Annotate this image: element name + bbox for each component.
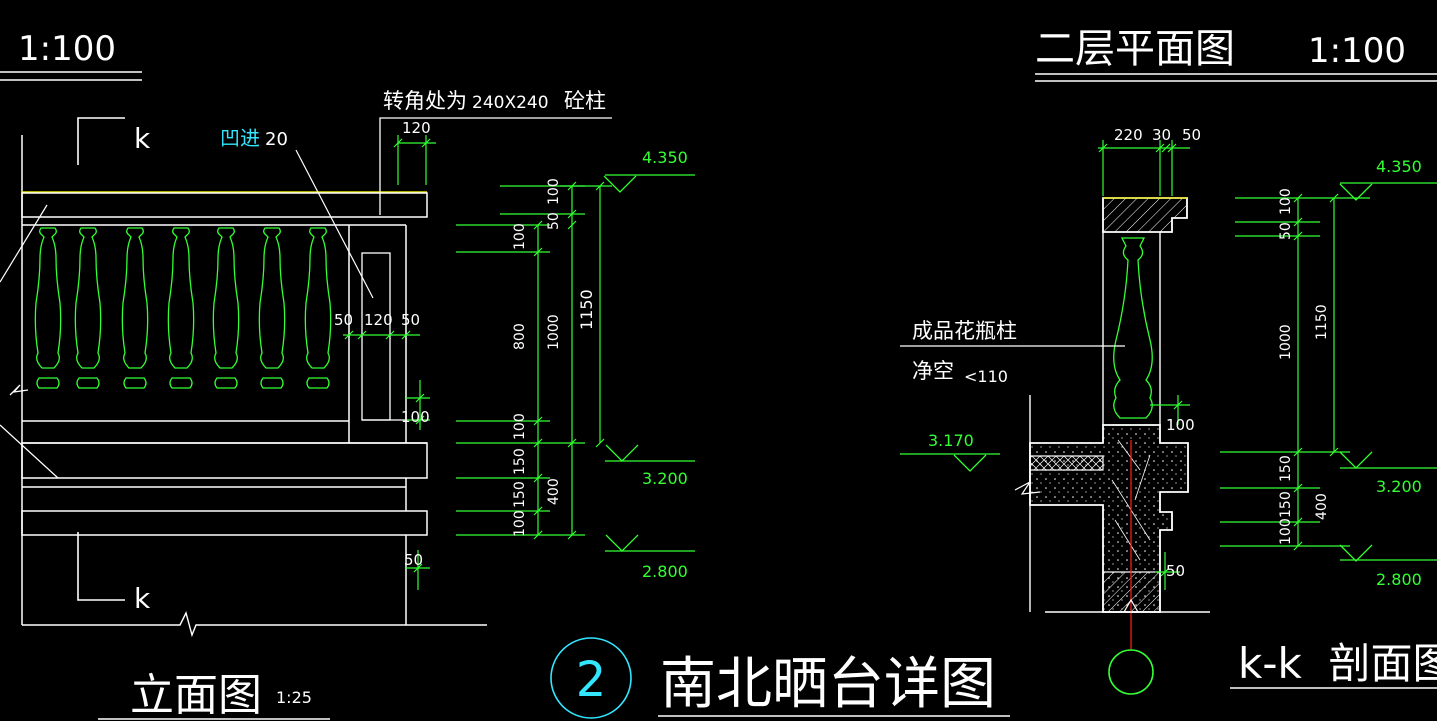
v-dim-100c: 100 (512, 413, 528, 440)
v-dim-150b: 150 (512, 481, 528, 508)
elevation-view: k k 转角处为 (0, 89, 695, 721)
v-dim-100e: 100 (512, 510, 528, 537)
v-dim-400: 400 (546, 478, 562, 505)
level-2800: 2.800 (642, 562, 688, 581)
sec-dim-220: 220 (1114, 126, 1143, 144)
sec-dim-50: 50 (1182, 126, 1201, 144)
dim-50-bottom: 50 (404, 551, 423, 569)
corner-note-prefix: 转角处为 (383, 89, 467, 113)
sec-v-100: 100 (1278, 188, 1294, 215)
section-title: k-k 剖面图 (1238, 639, 1437, 688)
scale-left: 1:100 (18, 29, 116, 69)
dim-top-120: 120 (402, 119, 431, 137)
sec-dim-50b: 50 (1166, 562, 1185, 580)
elevation-scale: 1:25 (276, 688, 312, 707)
v-dim-800: 800 (512, 323, 528, 350)
section-mark-bottom: k (134, 582, 151, 615)
section-mark-top: k (134, 122, 151, 155)
v-dim-1000: 1000 (546, 314, 562, 350)
level-3200: 3.200 (642, 469, 688, 488)
sec-level-2800: 2.800 (1376, 570, 1422, 589)
sec-level-4350: 4.350 (1376, 157, 1422, 176)
level-3170: 3.170 (928, 431, 974, 450)
v-dim-150: 150 (512, 448, 528, 475)
v-dim-1150: 1150 (577, 289, 596, 330)
level-4350: 4.350 (642, 148, 688, 167)
sec-v-150b: 150 (1278, 491, 1294, 518)
dim-50b: 50 (401, 311, 420, 329)
v-dim-50: 50 (546, 212, 562, 230)
sec-v-1000: 1000 (1278, 324, 1294, 360)
detail-number: 2 (576, 652, 607, 708)
corner-note-suffix: 砼柱 (564, 89, 606, 113)
dim-50a: 50 (334, 311, 353, 329)
recess-note-label: 凹进 (220, 126, 260, 150)
detail-title-block: 2 南北晒台详图 (550, 637, 1010, 719)
v-dim-100b: 100 (512, 223, 528, 250)
scale-right: 1:100 (1308, 31, 1406, 71)
sec-v-100b: 100 (1278, 518, 1294, 545)
plan-title: 二层平面图 (1035, 26, 1235, 72)
elevation-title: 立面图 (130, 670, 262, 721)
clear-note-prefix: 净空 (912, 359, 954, 383)
clear-note-value: <110 (964, 367, 1008, 386)
dim-100-right: 100 (401, 408, 430, 426)
sec-dim-30: 30 (1152, 126, 1171, 144)
corner-note-size: 240X240 (472, 93, 549, 113)
section-view: 220 30 50 100 50 成品花瓶柱 净空 <110 3.170 (900, 126, 1437, 695)
vase-note: 成品花瓶柱 (912, 319, 1017, 343)
sec-v-400: 400 (1314, 493, 1330, 520)
detail-title: 南北晒台详图 (660, 652, 996, 717)
sec-v-1150: 1150 (1314, 304, 1330, 340)
sec-level-3200: 3.200 (1376, 477, 1422, 496)
sec-v-150: 150 (1278, 455, 1294, 482)
sec-v-50: 50 (1278, 222, 1294, 240)
v-dim-100: 100 (546, 178, 562, 205)
sec-dim-100: 100 (1166, 416, 1195, 434)
recess-note-value: 20 (265, 129, 288, 150)
dim-120: 120 (364, 311, 393, 329)
